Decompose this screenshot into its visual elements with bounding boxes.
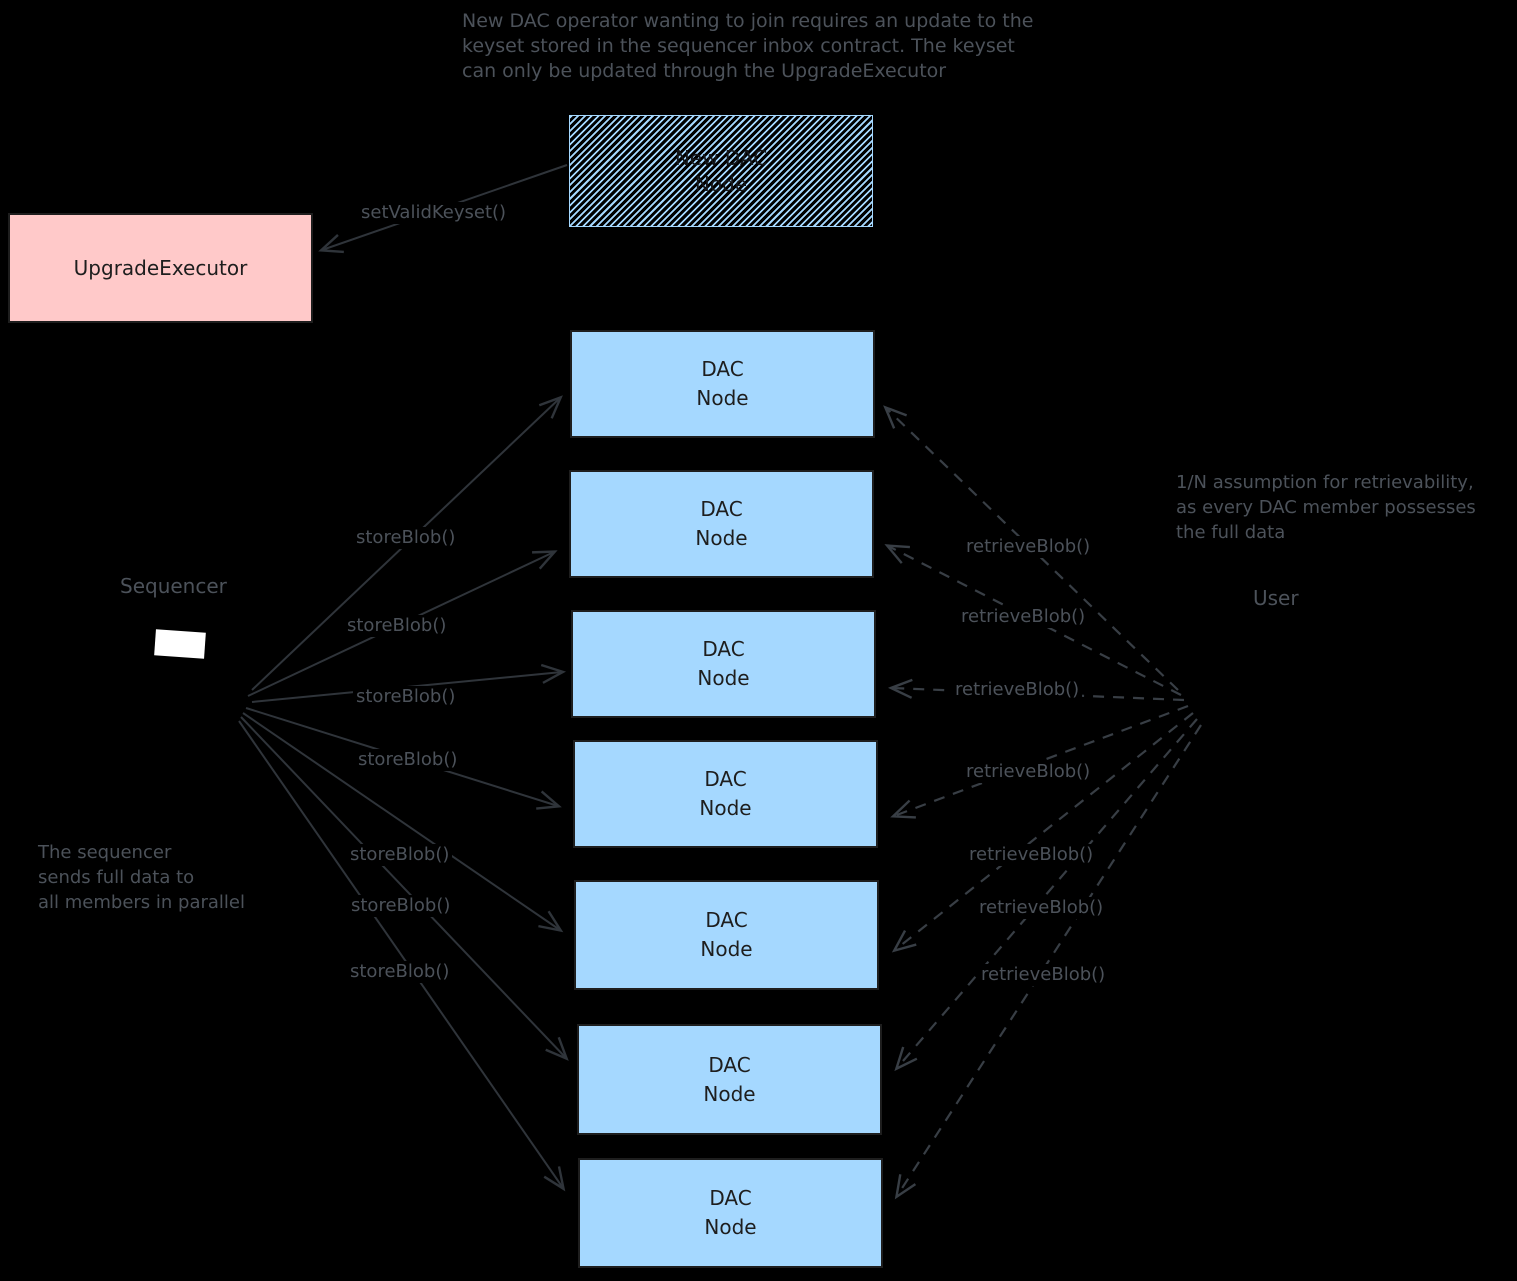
store-arrow-5 [242,712,560,930]
dac-node-box-5: DAC Node [574,880,879,990]
top-note: New DAC operator wanting to join require… [462,9,1033,84]
retrieve-arrow-4 [894,704,1189,816]
new-dac-node-label-line1: New DAC [674,146,768,170]
dac-node-box-7: DAC Node [578,1158,883,1268]
upgrade-executor-label: UpgradeExecutor [73,256,248,280]
upgrade-executor-box: UpgradeExecutor [8,213,313,323]
retrieve-arrow-5 [895,712,1194,950]
sequencer-label: Sequencer [120,574,227,598]
dac-node-label-line1: DAC [701,357,744,381]
left-note-line: The sequencer [38,842,172,863]
retrieve-blob-label-2: retrieveBlob() [958,606,1089,628]
top-note-line: New DAC operator wanting to join require… [462,10,1034,32]
store-blob-label-1: storeBlob() [353,527,459,549]
right-note-line: as every DAC member possesses [1176,497,1476,518]
store-blob-label-5: storeBlob() [347,844,453,866]
dac-node-label-line1: DAC [702,637,745,661]
store-blob-label-3: storeBlob() [353,686,459,708]
retrieve-blob-label-5: retrieveBlob() [966,844,1097,866]
retrieve-blob-label-3: retrieveBlob() [952,679,1083,701]
dac-node-box-6: DAC Node [577,1024,882,1135]
store-blob-label-2: storeBlob() [344,615,450,637]
dac-node-label-line1: DAC [709,1186,752,1210]
retrieve-arrow-7 [897,724,1202,1196]
left-note-line: all members in parallel [38,892,245,913]
dac-node-label-line2: Node [703,1081,756,1106]
dac-node-label-line2: Node [697,666,750,690]
dac-node-box-3: DAC Node [571,610,876,718]
dac-node-label-line2: Node [695,526,748,550]
dac-node-label-line2: Node [704,1215,757,1239]
user-label: User [1253,586,1299,610]
top-note-line: can only be updated through the UpgradeE… [462,60,947,82]
store-arrow-6 [240,716,566,1058]
dac-node-label-line1: DAC [705,908,748,932]
dac-node-label-line2: Node [699,796,752,820]
retrieve-blob-label-1: retrieveBlob() [963,536,1094,558]
dac-node-label-line1: DAC [704,767,747,791]
dac-node-label-line2: Node [696,386,749,410]
store-blob-label-4: storeBlob() [355,749,461,771]
dac-node-box-1: DAC Node [570,330,875,438]
sequencer-shape [154,629,206,659]
new-dac-node-box: New DAC Node [569,115,873,227]
dac-node-box-4: DAC Node [573,740,878,848]
store-arrow-7 [238,720,563,1188]
retrieve-blob-label-4: retrieveBlob() [963,761,1094,783]
dac-node-label-line1: DAC [708,1052,751,1077]
retrieve-blob-label-7: retrieveBlob() [978,964,1109,986]
top-note-line: keyset stored in the sequencer inbox con… [462,35,1015,57]
left-note-line: sends full data to [38,867,195,888]
store-blob-label-7: storeBlob() [347,961,453,983]
retrieve-arrow-6 [897,718,1198,1068]
dac-node-label-line1: DAC [700,497,743,521]
dac-node-label-line2: Node [700,937,753,961]
right-note: 1/N assumption for retrievability, as ev… [1176,470,1476,545]
set-valid-keyset-label: setValidKeyset() [358,202,510,224]
left-note: The sequencer sends full data to all mem… [38,840,245,915]
retrieve-blob-label-6: retrieveBlob() [976,897,1107,919]
right-note-line: 1/N assumption for retrievability, [1176,472,1474,493]
store-blob-label-6: storeBlob() [348,895,454,917]
right-note-line: the full data [1176,522,1286,543]
dac-node-box-2: DAC Node [569,470,874,578]
new-dac-node-label-line2: Node [694,172,748,196]
